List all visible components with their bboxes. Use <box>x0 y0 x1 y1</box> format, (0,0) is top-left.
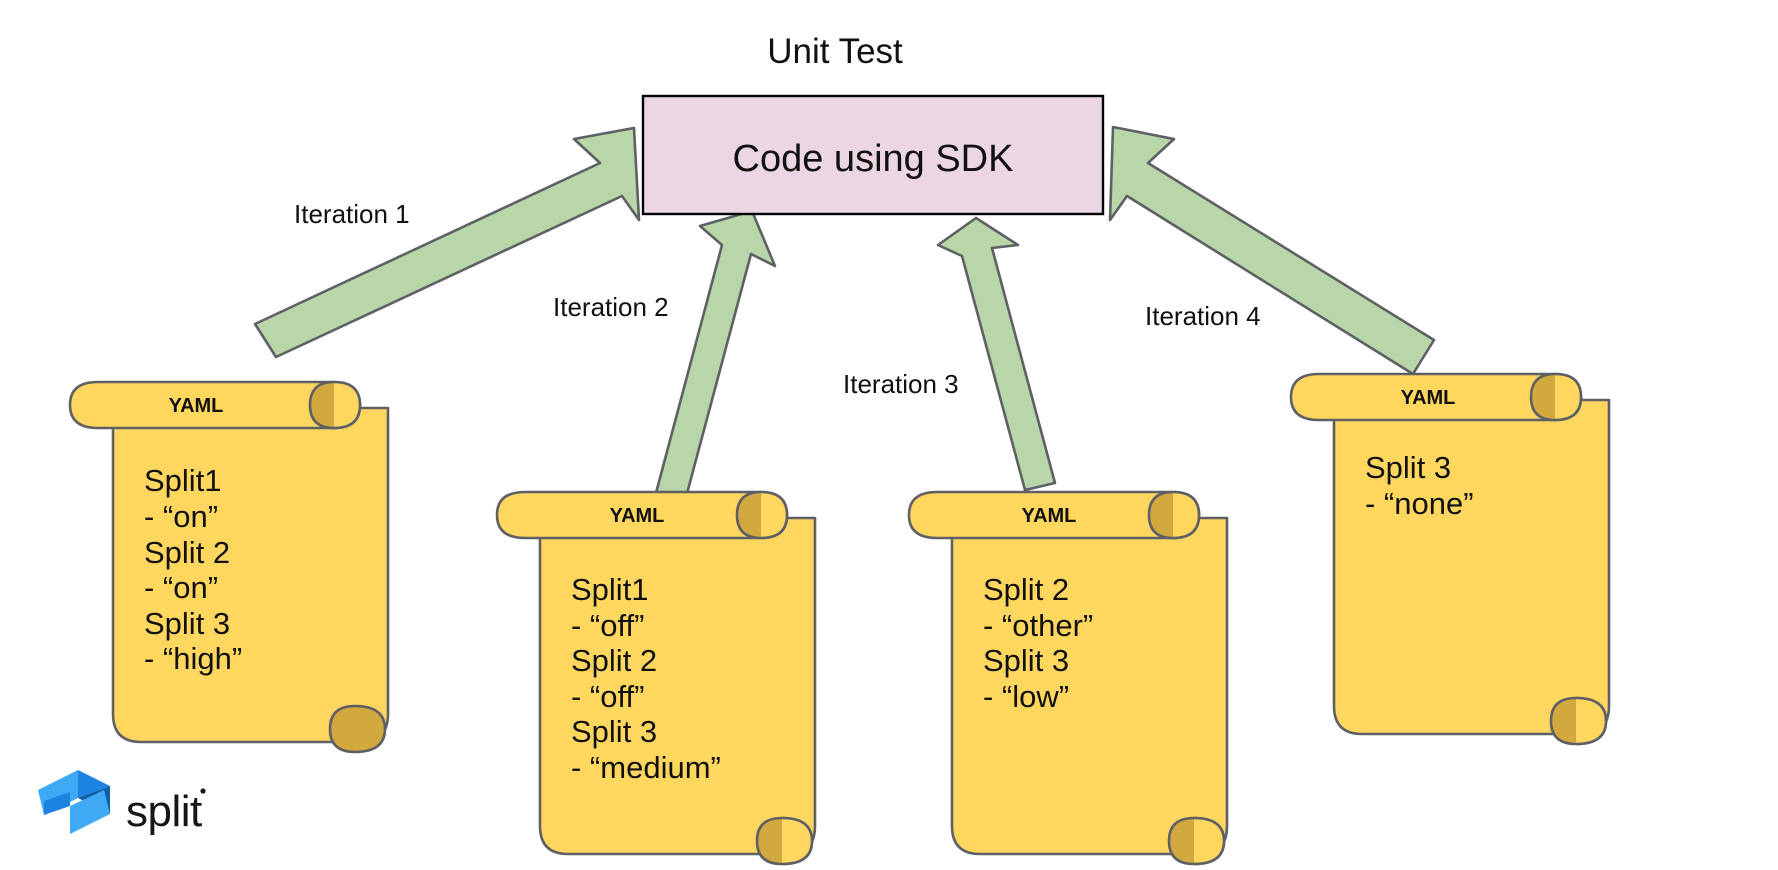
document-4-line-1: Split 3 <box>1365 450 1451 485</box>
document-header: YAML <box>1289 372 1583 422</box>
document-3-line-2: - “other” <box>983 608 1093 643</box>
split-logo: split <box>38 770 206 836</box>
arrow-iteration-3 <box>936 216 1057 492</box>
document-header: YAML <box>68 380 362 430</box>
document-3-line-4: - “low” <box>983 679 1069 714</box>
diagram-title: Unit Test <box>767 32 903 71</box>
yaml-header-label-4: YAML <box>1401 387 1456 409</box>
yaml-header-label-2: YAML <box>610 505 665 527</box>
document-2-line-5: Split 3 <box>571 714 657 749</box>
document-2-line-4: - “off” <box>571 679 645 714</box>
arrow-label-iteration-2: Iteration 2 <box>553 292 669 322</box>
arrow-label-iteration-1: Iteration 1 <box>294 199 410 229</box>
yaml-header-label-1: YAML <box>169 395 224 417</box>
document-1-line-2: - “on” <box>144 499 218 534</box>
code-using-sdk-label: Code using SDK <box>733 138 1014 180</box>
yaml-document-2[interactable]: YAML Split1 - “off” Split 2 - “off” Spli… <box>495 490 817 866</box>
document-bottom-roll <box>755 816 814 866</box>
document-2-line-2: - “off” <box>571 608 645 643</box>
document-3-line-1: Split 2 <box>983 572 1069 607</box>
split-logo-wordmark: split <box>126 787 202 836</box>
yaml-document-1[interactable]: YAML Split1 - “on” Split 2 - “on” Split … <box>68 380 390 754</box>
yaml-document-3[interactable]: YAML Split 2 - “other” Split 3 - “low” <box>907 490 1229 866</box>
split-logo-mark-icon <box>38 770 110 834</box>
split-logo-trademark-dot <box>200 788 206 794</box>
document-1-line-3: Split 2 <box>144 535 230 570</box>
code-using-sdk-box[interactable]: Code using SDK <box>641 94 1105 216</box>
document-1-line-5: Split 3 <box>144 606 230 641</box>
arrow-iteration-4 <box>1108 125 1436 376</box>
document-4-line-2: - “none” <box>1365 486 1474 521</box>
document-3-line-3: Split 3 <box>983 643 1069 678</box>
document-2-line-1: Split1 <box>571 572 649 607</box>
arrow-iteration-1 <box>253 126 641 359</box>
arrow-iteration-2 <box>650 209 777 518</box>
document-1-line-4: - “on” <box>144 570 218 605</box>
arrow-label-iteration-4: Iteration 4 <box>1145 301 1261 331</box>
document-2-line-3: Split 2 <box>571 643 657 678</box>
arrow-label-iteration-3: Iteration 3 <box>843 369 959 399</box>
document-bottom-roll <box>1167 816 1226 866</box>
document-1-line-6: - “high” <box>144 641 242 676</box>
document-header: YAML <box>907 490 1201 540</box>
document-bottom-roll <box>328 704 387 754</box>
document-header: YAML <box>495 490 789 540</box>
document-2-line-6: - “medium” <box>571 750 721 785</box>
document-bottom-roll <box>1549 696 1608 746</box>
yaml-document-4[interactable]: YAML Split 3 - “none” <box>1289 372 1611 746</box>
yaml-header-label-3: YAML <box>1022 505 1077 527</box>
document-1-line-1: Split1 <box>144 463 222 498</box>
